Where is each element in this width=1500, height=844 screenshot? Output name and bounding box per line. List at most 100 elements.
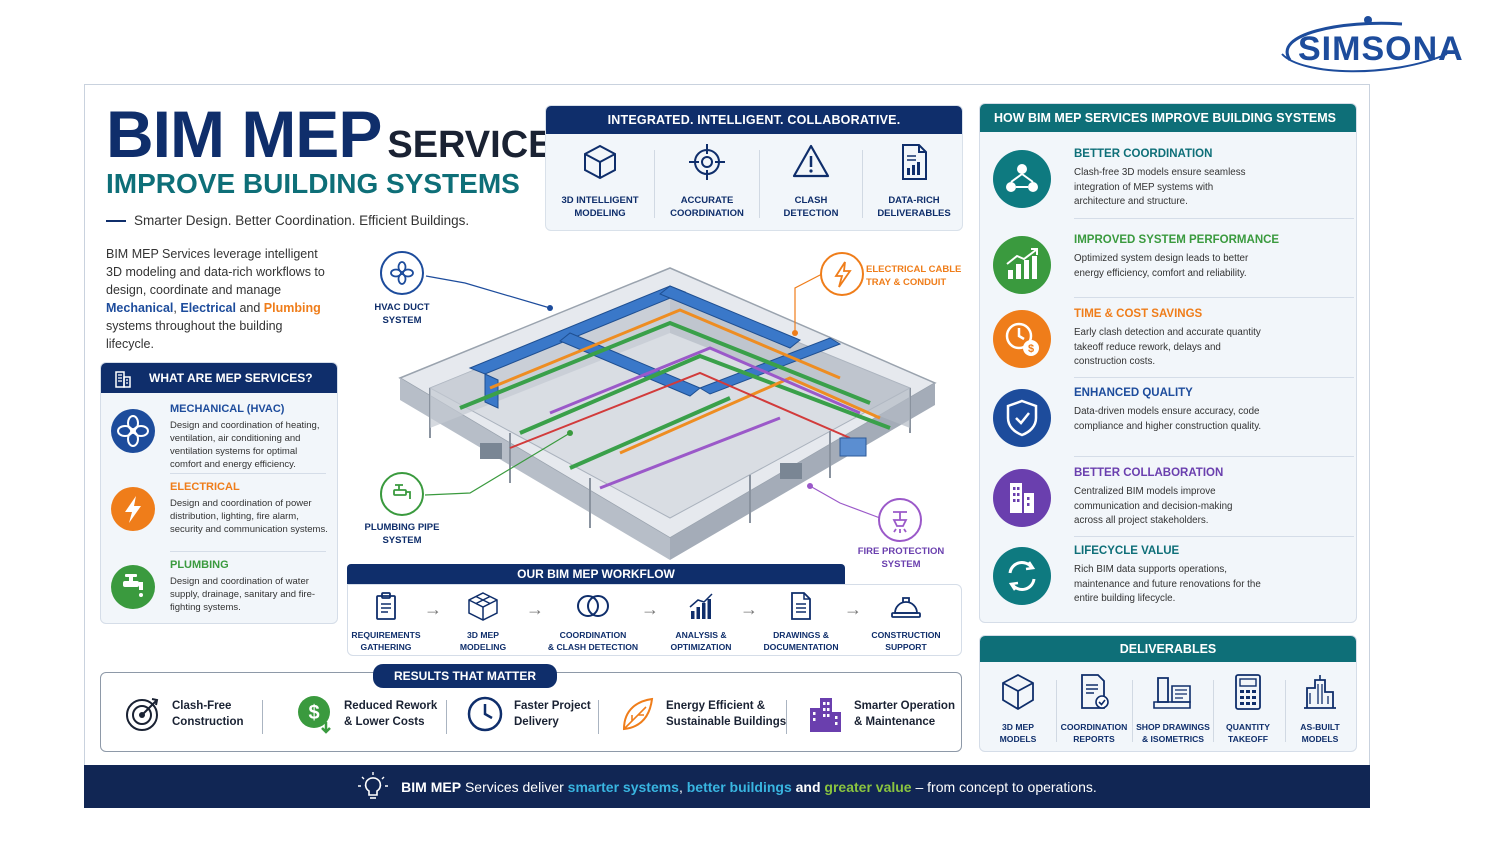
- workflow-label: ANALYSIS &: [675, 630, 727, 640]
- footer-text: ,: [678, 778, 683, 795]
- page-subtitle: IMPROVE BUILDING SYSTEMS: [106, 168, 520, 199]
- callout-text: FIRE PROTECTION: [857, 546, 945, 557]
- deliverable-item: SHOP DRAWINGS& ISOMETRICS: [1134, 672, 1212, 745]
- lightbulb-icon: [358, 771, 389, 799]
- faucet-icon: [111, 565, 155, 609]
- footer-text: – from concept to operations.: [915, 778, 1097, 795]
- intro-and: and: [239, 301, 261, 315]
- integrated-label: 3D INTELLIGENT: [561, 195, 639, 206]
- svg-text:$: $: [308, 702, 319, 724]
- deliverable-label: QUANTITY: [1226, 722, 1270, 732]
- footer-highlight: greater value: [824, 778, 912, 795]
- callout-text: ELECTRICAL CABLE: [866, 264, 962, 275]
- workflow-label: CONSTRUCTION: [871, 630, 941, 640]
- clock-dollar-icon: $: [993, 310, 1051, 368]
- benefit-title: BETTER COORDINATION: [1074, 148, 1213, 160]
- callout-text: PLUMBING PIPE: [364, 522, 440, 533]
- deliverables-heading: DELIVERABLES: [980, 636, 1356, 662]
- service-desc: Design and coordination of power distrib…: [170, 498, 328, 535]
- deliverable-item: COORDINATION REPORTS: [1056, 672, 1132, 745]
- warning-icon: [792, 144, 830, 178]
- workflow-step: 3D MEP MODELING: [433, 591, 533, 653]
- dollar-icon: $: [298, 696, 331, 734]
- callout-text: SYSTEM: [881, 559, 921, 570]
- svg-text:$: $: [1028, 343, 1034, 355]
- cube-icon: [1002, 673, 1034, 711]
- workflow-label: OPTIMIZATION: [670, 642, 732, 652]
- workflow-label: REQUIREMENTS: [351, 630, 421, 640]
- wireframe-cube-icon: [468, 592, 498, 621]
- workflow-label: & CLASH DETECTION: [547, 642, 639, 652]
- intro-comma: ,: [173, 301, 177, 315]
- bar-chart-icon: [689, 593, 713, 619]
- result-label: Construction: [172, 716, 244, 728]
- workflow-heading: OUR BIM MEP WORKFLOW: [347, 564, 845, 584]
- overlap-rings-icon: [577, 595, 609, 617]
- deliverable-label: SHOP DRAWINGS: [1136, 722, 1210, 732]
- benefit-desc: Data-driven models ensure accuracy, code…: [1074, 406, 1262, 432]
- service-title: MECHANICAL (HVAC): [170, 403, 285, 415]
- footer-text: and: [795, 778, 821, 795]
- deliverable-label: COORDINATION: [1060, 722, 1128, 732]
- deliverable-label: REPORTS: [1073, 734, 1115, 744]
- callout-plumbing: PLUMBING PIPE SYSTEM: [358, 521, 446, 547]
- benefit-title: ENHANCED QUALITY: [1074, 387, 1193, 399]
- result-label: Faster Project: [514, 700, 591, 712]
- benefits-heading: HOW BIM MEP SERVICES IMPROVE BUILDING SY…: [980, 104, 1356, 132]
- intro-mechanical: Mechanical: [106, 301, 174, 315]
- service-title: PLUMBING: [170, 559, 229, 571]
- workflow-label: DRAWINGS &: [773, 630, 829, 640]
- target-icon: [689, 144, 725, 180]
- benefit-desc: Rich BIM data supports operations, maint…: [1074, 564, 1261, 604]
- result-label: Delivery: [514, 716, 559, 728]
- cycle-icon: [993, 547, 1051, 605]
- growth-chart-icon: [993, 236, 1051, 294]
- workflow-label: MODELING: [459, 642, 507, 652]
- callout-text: SYSTEM: [382, 315, 422, 326]
- tagline: Smarter Design. Better Coordination. Eff…: [106, 213, 469, 228]
- benefit-title: TIME & COST SAVINGS: [1074, 308, 1203, 320]
- integrated-label: DETECTION: [783, 208, 839, 219]
- benefit-desc: Clash-free 3D models ensure seamless int…: [1074, 167, 1246, 207]
- benefit-title: IMPROVED SYSTEM PERFORMANCE: [1074, 234, 1280, 246]
- integrated-panel: INTEGRATED. INTELLIGENT. COLLABORATIVE. …: [545, 105, 963, 231]
- intro-paragraph: BIM MEP Services leverage intelligent 3D…: [106, 245, 331, 353]
- service-desc: Design and coordination of heating, vent…: [170, 420, 320, 470]
- footer-highlight: better buildings: [686, 778, 792, 795]
- building-icon: [115, 371, 131, 388]
- deliverable-label: 3D MEP: [1002, 722, 1034, 732]
- arrow-right-icon: →: [740, 599, 758, 619]
- pipe-drawing-icon: [1153, 677, 1191, 709]
- workflow-label: COORDINATION: [559, 630, 627, 640]
- intro-plumbing: Plumbing: [263, 301, 321, 315]
- workflow-step: COORDINATION & CLASH DETECTION: [543, 591, 643, 653]
- result-label: Sustainable Buildings: [666, 716, 787, 728]
- document-chart-icon: [902, 144, 927, 180]
- intro-electrical: Electrical: [180, 301, 236, 315]
- integrated-label: ACCURATE: [680, 195, 734, 206]
- result-label: Energy Efficient &: [666, 700, 766, 712]
- integrated-label: MODELING: [574, 208, 626, 219]
- result-item: Smarter Operation& Maintenance: [806, 692, 955, 736]
- callout-text: SYSTEM: [382, 535, 422, 546]
- integrated-label: DELIVERABLES: [877, 208, 951, 219]
- callout-text: HVAC DUCT: [374, 302, 430, 313]
- leaf-icon: [622, 697, 654, 731]
- document-icon: [791, 592, 811, 620]
- result-item: Energy Efficient & Sustainable Buildings: [618, 692, 786, 736]
- footer-text: BIM MEP: [401, 778, 462, 795]
- workflow-label: 3D MEP: [467, 630, 499, 640]
- workflow-step: ANALYSIS & OPTIMIZATION: [651, 591, 751, 653]
- benefit-desc: Early clash detection and accurate quant…: [1074, 327, 1261, 367]
- integrated-label: COORDINATION: [670, 208, 744, 219]
